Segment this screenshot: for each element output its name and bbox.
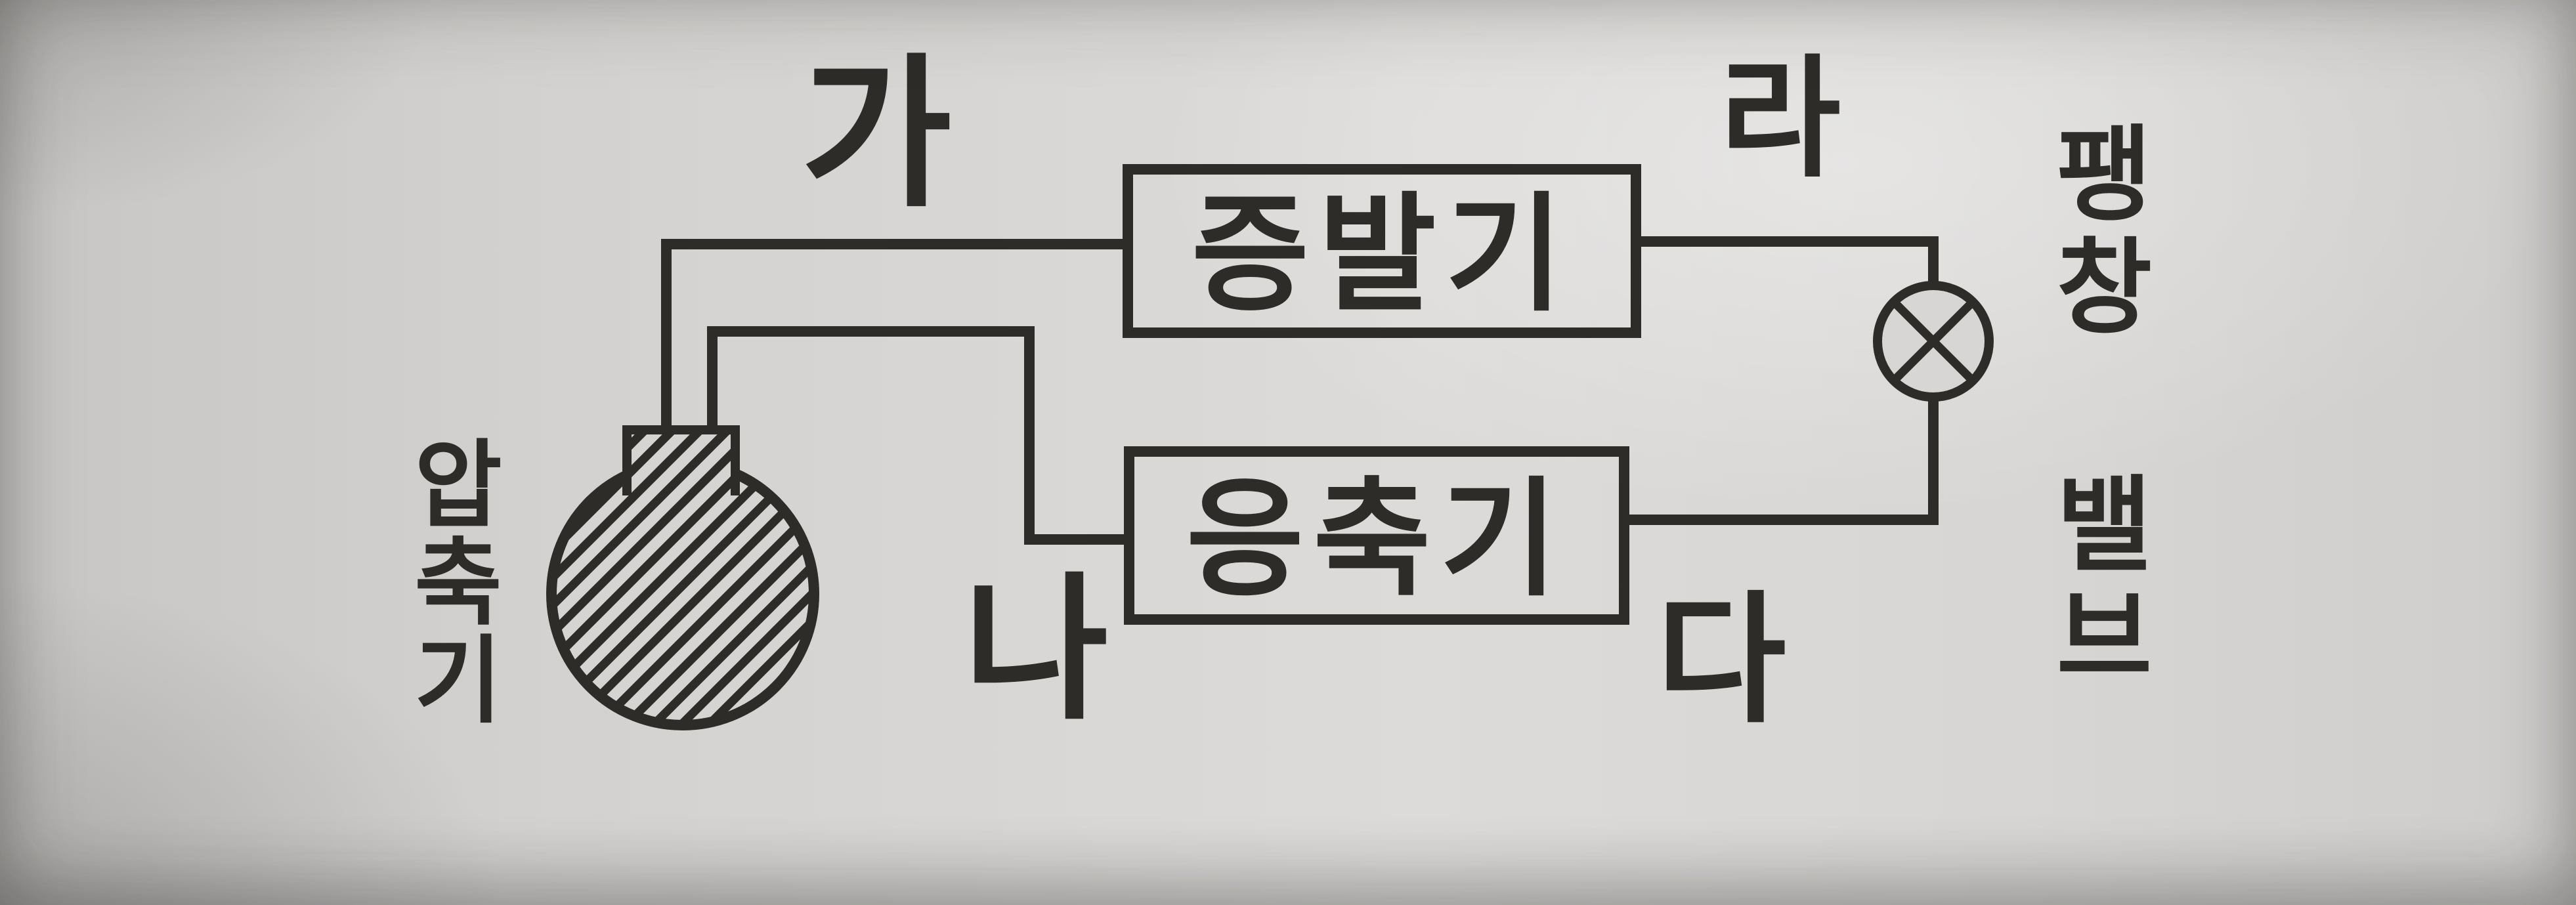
compressor-neck-outline bbox=[622, 425, 740, 495]
compressor-caption: 압축기 bbox=[397, 434, 503, 728]
expansion-valve-caption: 팽창 밸브 bbox=[2037, 119, 2153, 696]
pipe-ra-evaporator-to-valve bbox=[1636, 236, 1939, 294]
point-label-da: 다 bbox=[1656, 580, 1786, 739]
pipe-na-condenser-to-compressor bbox=[707, 326, 1128, 545]
compressor-neck-fill bbox=[627, 430, 735, 491]
pipe-da-valve-to-condenser bbox=[1624, 390, 1939, 525]
valve-x-mark bbox=[1891, 299, 1976, 384]
pipe-ga-compressor-to-evaporator bbox=[661, 239, 1128, 459]
point-label-ra: 라 bbox=[1719, 46, 1841, 192]
expansion-valve-symbol bbox=[1873, 281, 1994, 402]
evaporator-box: 증발기 bbox=[1123, 164, 1641, 338]
point-label-ga: 가 bbox=[801, 43, 952, 226]
condenser-label: 응축기 bbox=[1186, 467, 1568, 611]
compressor-body bbox=[546, 457, 819, 730]
compressor-symbol bbox=[546, 425, 819, 730]
condenser-box: 응축기 bbox=[1124, 446, 1629, 625]
evaporator-label: 증발기 bbox=[1191, 183, 1573, 326]
point-label-na: 나 bbox=[963, 562, 1109, 738]
